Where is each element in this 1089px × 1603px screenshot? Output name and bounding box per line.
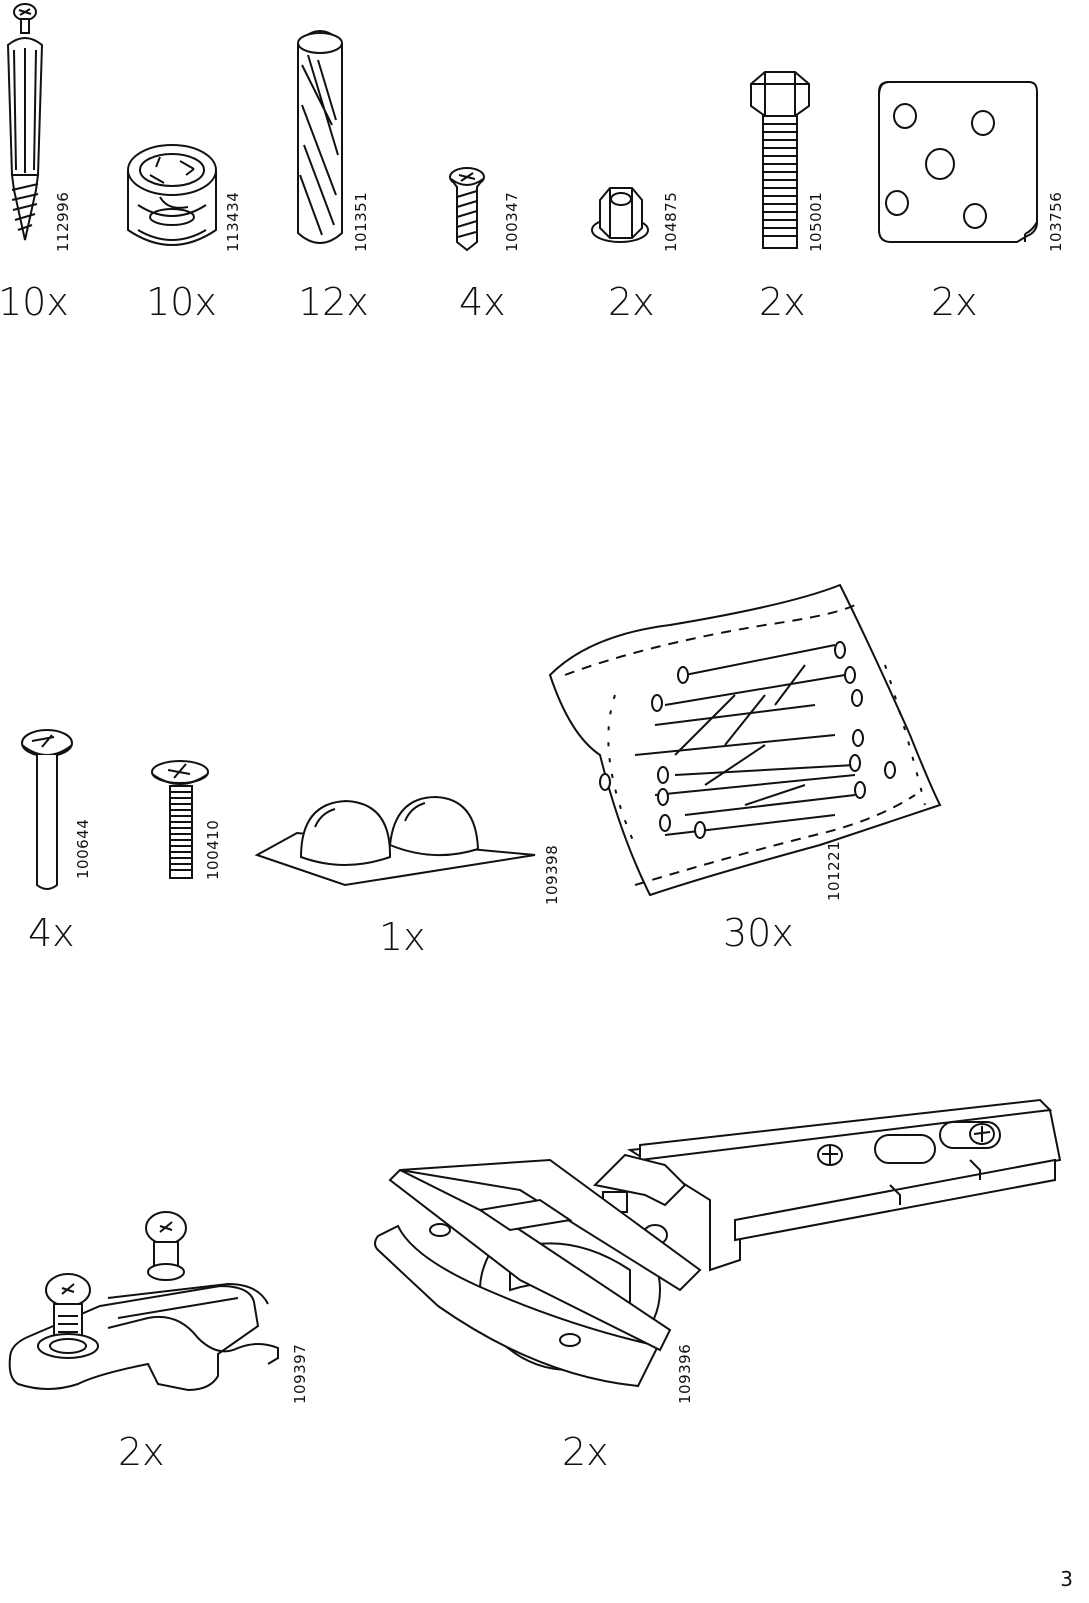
part-quantity: 2x (759, 280, 806, 324)
part-100347: 100347 4x (445, 165, 521, 335)
part-quantity: 2x (608, 280, 655, 324)
part-quantity: 2x (931, 280, 978, 324)
page-number: 3 (1060, 1567, 1073, 1591)
part-code: 109396 (676, 1343, 694, 1404)
part-quantity: 10x (0, 280, 69, 324)
part-113434: 113434 10x (120, 135, 250, 335)
part-105001: 105001 2x (745, 68, 835, 338)
cam-lock-bolt-icon (0, 0, 60, 250)
pin-icon (20, 725, 80, 895)
part-104875: 104875 2x (590, 175, 680, 335)
part-code: 112996 (54, 191, 72, 252)
cabinet-hinge-icon (370, 1090, 1070, 1400)
part-109398: 109398 1x (255, 775, 575, 975)
part-101351: 101351 12x (290, 25, 390, 335)
part-quantity: 2x (562, 1430, 609, 1474)
part-quantity: 4x (28, 911, 75, 955)
hex-nut-icon (590, 175, 660, 250)
mounting-plate-icon (8, 1208, 288, 1408)
part-code: 101221 (825, 840, 843, 901)
part-quantity: 30x (723, 911, 794, 955)
short-screw-icon (445, 165, 495, 250)
bumper-pads-icon (255, 775, 540, 895)
machine-screw-icon (148, 758, 213, 883)
part-code: 100644 (74, 818, 92, 879)
part-code: 109397 (291, 1343, 309, 1404)
part-code: 113434 (224, 191, 242, 252)
part-code: 100347 (503, 191, 521, 252)
part-quantity: 2x (118, 1430, 165, 1474)
part-100410: 100410 (148, 758, 228, 898)
part-100644: 100644 4x (20, 725, 110, 975)
part-112996: 112996 10x (0, 0, 80, 330)
part-code: 104875 (662, 191, 680, 252)
part-109396: 109396 2x (370, 1090, 1075, 1480)
hex-bolt-icon (745, 68, 815, 258)
nail-bag-icon (545, 585, 935, 905)
part-code: 103756 (1047, 191, 1065, 252)
part-quantity: 4x (459, 280, 506, 324)
part-quantity: 10x (146, 280, 217, 324)
part-code: 101351 (352, 191, 370, 252)
part-code: 100410 (204, 819, 222, 880)
part-109397: 109397 2x (8, 1208, 318, 1478)
part-code: 105001 (807, 191, 825, 252)
part-quantity: 12x (298, 280, 369, 324)
part-103756: 103756 2x (875, 78, 1065, 338)
wooden-dowel-icon (290, 25, 350, 250)
cam-lock-nut-icon (120, 135, 225, 250)
square-plate-icon (875, 78, 1040, 248)
part-quantity: 1x (379, 915, 426, 959)
part-101221: 101221 30x (545, 585, 965, 975)
